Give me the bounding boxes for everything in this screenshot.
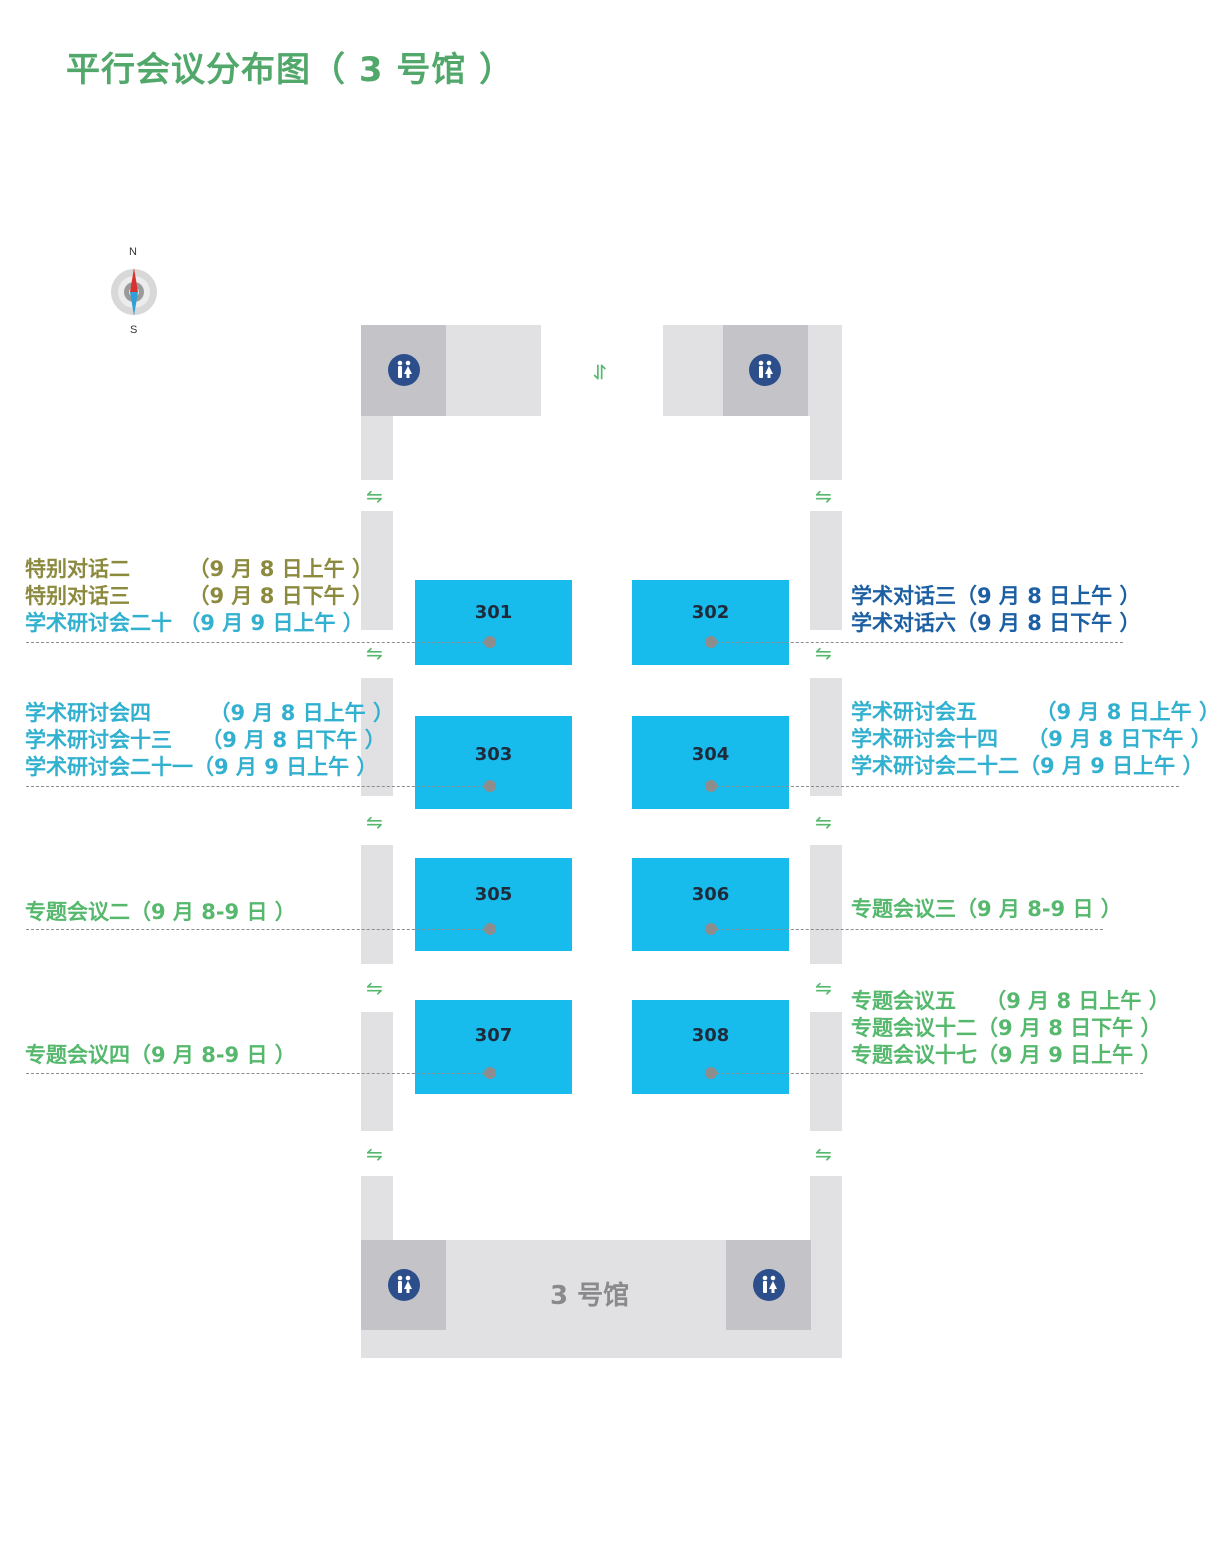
wall-left-segment (361, 1176, 393, 1240)
session-label-306: 专题会议三（9 月 8-9 日 ） (851, 897, 1122, 921)
room-number: 301 (474, 602, 513, 623)
compass-icon (111, 268, 157, 316)
room-number: 308 (691, 1025, 730, 1046)
wall-top-right-corner (808, 325, 842, 416)
wall-right-segment (810, 1176, 842, 1240)
session-label-308: 专题会议五 （9 月 8 日上午 ） (851, 989, 1170, 1013)
room-305[interactable]: 305 (415, 858, 572, 951)
two-way-arrow-icon: ⇋ (366, 810, 383, 834)
wall-right-segment (810, 416, 842, 480)
two-way-arrow-icon: ⇋ (588, 363, 613, 381)
room-marker-302 (705, 636, 717, 648)
leader-line-302 (711, 642, 1123, 643)
room-303[interactable]: 303 (415, 716, 572, 809)
session-label-307: 专题会议四（9 月 8-9 日 ） (25, 1043, 296, 1067)
wall-right-segment (810, 845, 842, 964)
room-number: 304 (691, 744, 730, 765)
leader-line-301 (26, 642, 490, 643)
session-label-304: 学术研讨会五 （9 月 8 日上午 ） (851, 700, 1220, 724)
room-number: 303 (474, 744, 513, 765)
two-way-arrow-icon: ⇋ (366, 484, 383, 508)
two-way-arrow-icon: ⇋ (815, 810, 832, 834)
leader-line-305 (26, 929, 490, 930)
restroom-icon (388, 354, 420, 386)
wall-left-segment (361, 678, 393, 796)
room-marker-303 (484, 780, 496, 792)
session-label-302: 学术对话六（9 月 8 日下午 ） (851, 611, 1141, 635)
session-label-303: 学术研讨会十三 （9 月 8 日下午 ） (25, 728, 386, 752)
wall-right-segment (810, 1012, 842, 1131)
two-way-arrow-icon: ⇋ (366, 1142, 383, 1166)
wall-left-segment (361, 845, 393, 964)
room-308[interactable]: 308 (632, 1000, 789, 1094)
restroom-icon (388, 1269, 420, 1301)
leader-line-303 (26, 786, 490, 787)
leader-line-307 (26, 1073, 490, 1074)
service-area-top-left (446, 325, 541, 416)
session-label-308: 专题会议十七（9 月 9 日上午 ） (851, 1043, 1162, 1067)
room-307[interactable]: 307 (415, 1000, 572, 1094)
leader-line-308 (711, 1073, 1143, 1074)
room-number: 302 (691, 602, 730, 623)
page-title: 平行会议分布图（ 3 号馆 ） (66, 50, 515, 90)
session-label-308: 专题会议十二（9 月 8 日下午 ） (851, 1016, 1162, 1040)
room-304[interactable]: 304 (632, 716, 789, 809)
wall-left-segment (361, 416, 393, 480)
two-way-arrow-icon: ⇋ (366, 641, 383, 665)
wall-left-segment (361, 511, 393, 630)
compass-north: N (129, 246, 137, 258)
session-label-303: 学术研讨会二十一（9 月 9 日上午 ） (25, 755, 378, 779)
compass: N S (106, 246, 162, 336)
two-way-arrow-icon: ⇋ (366, 976, 383, 1000)
two-way-arrow-icon: ⇋ (815, 1142, 832, 1166)
room-marker-308 (705, 1067, 717, 1079)
session-label-304: 学术研讨会十四 （9 月 8 日下午 ） (851, 727, 1212, 751)
session-label-305: 专题会议二（9 月 8-9 日 ） (25, 900, 296, 924)
room-306[interactable]: 306 (632, 858, 789, 951)
session-label-303: 学术研讨会四 （9 月 8 日上午 ） (25, 701, 394, 725)
room-marker-304 (705, 780, 717, 792)
hall-name: 3 号馆 (550, 1281, 630, 1311)
room-marker-305 (484, 923, 496, 935)
session-label-301: 学术研讨会二十 （9 月 9 日上午 ） (25, 611, 364, 635)
session-label-302: 学术对话三（9 月 8 日上午 ） (851, 584, 1141, 608)
session-label-304: 学术研讨会二十二（9 月 9 日上午 ） (851, 754, 1204, 778)
restroom-icon (753, 1269, 785, 1301)
wall-left-segment (361, 1012, 393, 1131)
two-way-arrow-icon: ⇋ (815, 976, 832, 1000)
room-number: 305 (474, 884, 513, 905)
two-way-arrow-icon: ⇋ (815, 641, 832, 665)
wall-right-segment (810, 511, 842, 630)
wall-right-segment (810, 678, 842, 796)
session-label-301: 特别对话三 （9 月 8 日下午 ） (25, 584, 373, 608)
session-label-301: 特别对话二 （9 月 8 日上午 ） (25, 557, 373, 581)
room-302[interactable]: 302 (632, 580, 789, 665)
room-number: 307 (474, 1025, 513, 1046)
room-marker-306 (705, 923, 717, 935)
leader-line-304 (711, 786, 1179, 787)
room-marker-301 (484, 636, 496, 648)
room-number: 306 (691, 884, 730, 905)
restroom-icon (749, 354, 781, 386)
compass-south: S (130, 324, 138, 336)
room-marker-307 (484, 1067, 496, 1079)
room-301[interactable]: 301 (415, 580, 572, 665)
leader-line-306 (711, 929, 1103, 930)
two-way-arrow-icon: ⇋ (815, 484, 832, 508)
service-area-top-right (663, 325, 723, 416)
